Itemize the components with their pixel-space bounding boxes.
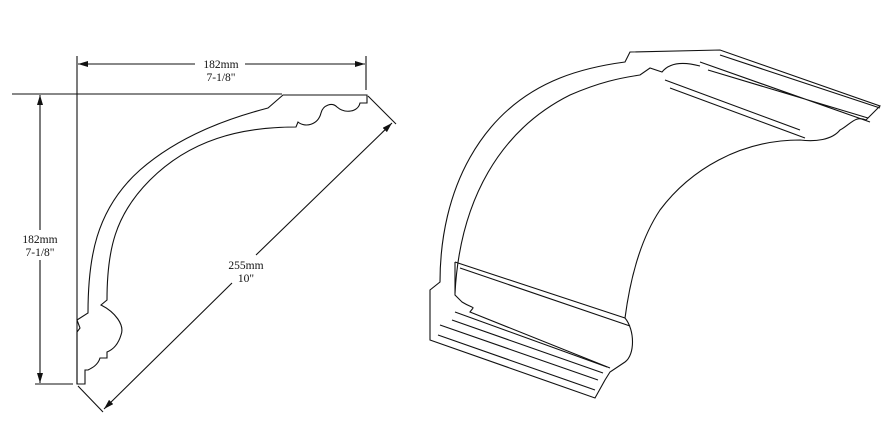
molding-3d-outline (429, 49, 882, 399)
inner-curve-edge (454, 62, 701, 294)
width-mm-label: 182mm (203, 59, 238, 71)
projection-mm-label: 255mm (228, 260, 263, 272)
dimension-labels: 182mm 7-1/8" 182mm 7-1/8" 255mm 10" (22, 59, 263, 285)
bottom-bead-lines (437, 311, 608, 391)
height-inch-label: 7-1/8" (26, 247, 55, 259)
molding-profile-outline (76, 94, 368, 385)
bottom-cove-edge (454, 262, 611, 369)
projection-inch-label: 10" (238, 273, 254, 285)
molding-3d-view (429, 49, 882, 399)
projection-dimension-bottom (103, 282, 233, 410)
profile-section (76, 94, 368, 385)
dimension-lines (12, 56, 397, 413)
diagonal-extension-top (367, 95, 397, 125)
bottom-cove-line (459, 267, 631, 327)
width-inch-label: 7-1/8" (207, 72, 236, 84)
diagonal-extension-bottom (77, 385, 104, 413)
height-mm-label: 182mm (22, 234, 57, 246)
projection-dimension-top (255, 122, 393, 256)
bottom-front-edge (454, 261, 626, 319)
top-bead-lines (664, 54, 881, 139)
